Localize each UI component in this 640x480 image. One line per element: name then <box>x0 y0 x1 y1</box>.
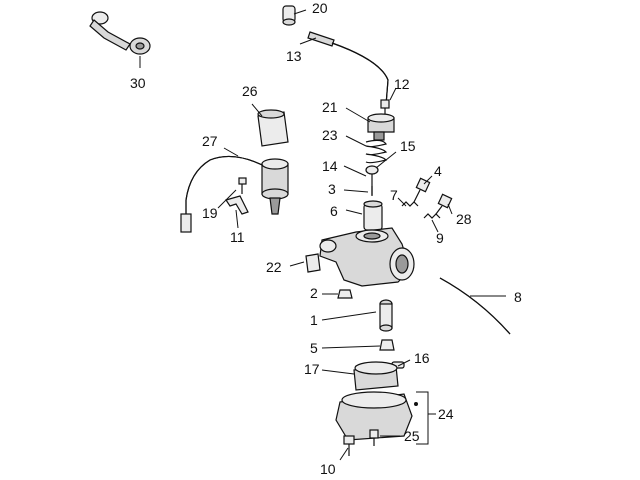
part-30-fitting <box>89 11 151 55</box>
part-27-choke <box>180 155 289 233</box>
label-27: 27 <box>202 133 218 149</box>
part-11-bracket <box>225 195 249 215</box>
label-9: 9 <box>436 230 444 246</box>
label-14: 14 <box>322 158 338 174</box>
label-3: 3 <box>328 181 336 197</box>
label-24: 24 <box>438 406 454 422</box>
label-13: 13 <box>286 48 302 64</box>
part-6-slide <box>363 200 383 231</box>
label-19: 19 <box>202 205 218 221</box>
label-23: 23 <box>322 127 338 143</box>
part-19-screw <box>238 177 247 194</box>
label-15: 15 <box>400 138 416 154</box>
part-number-labels: 30 20 13 12 21 26 23 15 27 14 4 3 7 28 1… <box>130 0 522 477</box>
label-5: 5 <box>310 340 318 356</box>
label-6: 6 <box>330 203 338 219</box>
part-4-screw <box>413 177 431 203</box>
label-20: 20 <box>312 0 328 16</box>
part-17-float <box>353 361 399 391</box>
label-4: 4 <box>434 163 442 179</box>
label-10: 10 <box>320 461 336 477</box>
part-7-spring <box>401 201 419 207</box>
part-28-screw <box>435 193 453 215</box>
label-16: 16 <box>414 350 430 366</box>
part-8-hose <box>439 277 511 335</box>
part-25-screw <box>369 429 379 446</box>
label-11: 11 <box>230 229 245 245</box>
part-20-cap <box>282 5 296 26</box>
label-21: 21 <box>322 99 338 115</box>
part-5-float-needle <box>379 339 395 351</box>
part-23-spring <box>365 139 388 164</box>
label-17: 17 <box>304 361 320 377</box>
part-1-jet <box>379 299 393 332</box>
label-28: 28 <box>456 211 472 227</box>
carburetor-body <box>319 227 415 287</box>
label-22: 22 <box>266 259 282 275</box>
label-8: 8 <box>514 289 522 305</box>
leader-lines <box>139 9 506 461</box>
label-25: 25 <box>404 428 420 444</box>
label-2: 2 <box>310 285 318 301</box>
label-26: 26 <box>242 83 258 99</box>
part-9-spring <box>423 213 441 219</box>
label-30: 30 <box>130 75 146 91</box>
label-12: 12 <box>394 76 410 92</box>
part-13-cable <box>307 31 389 106</box>
part-26-cap <box>257 109 289 147</box>
part-22-fitting <box>305 253 321 273</box>
part-10-screw <box>343 435 355 456</box>
label-7: 7 <box>390 187 398 203</box>
part-2-nut <box>337 289 353 299</box>
part-24-bowl <box>335 391 413 441</box>
part-21-adjuster <box>367 113 395 141</box>
label-1: 1 <box>310 312 318 328</box>
